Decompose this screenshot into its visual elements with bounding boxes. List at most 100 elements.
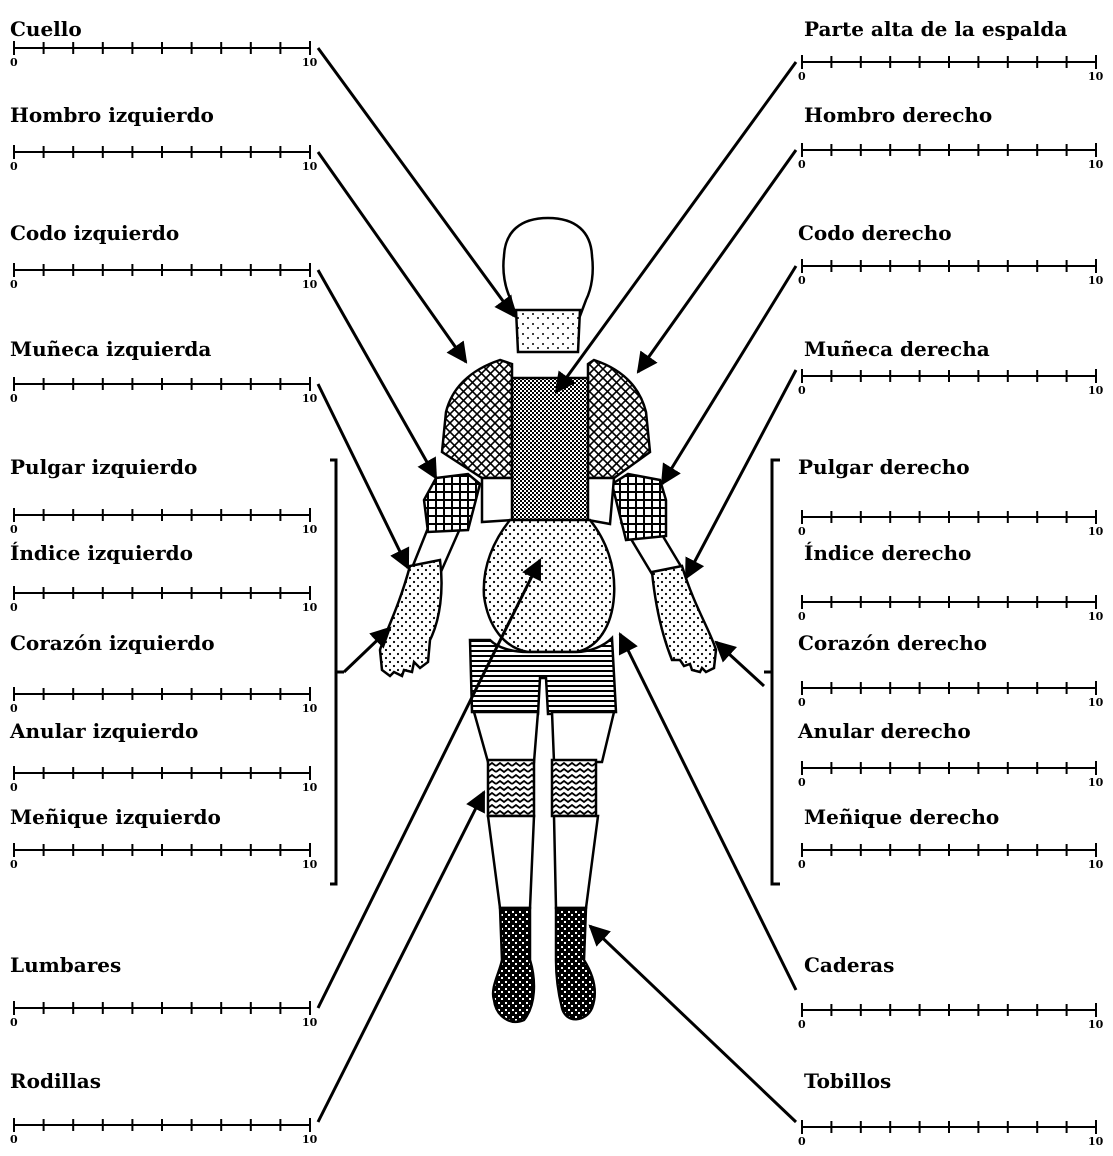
scale-min-label: 0 [10, 781, 18, 794]
scale-tobillos[interactable]: 0 10 [798, 1120, 1104, 1148]
scale-min-label: 0 [10, 702, 18, 715]
label-anular-izquierdo: Anular izquierdo [9, 719, 198, 743]
scale-min-label: 0 [798, 696, 806, 709]
scale-muneca-izquierda[interactable]: 0 10 [10, 377, 318, 405]
left-labels: Cuello Hombro izquierdo Codo izquierdo M… [9, 17, 221, 1093]
left-hand [380, 560, 442, 676]
scale-max-label: 10 [302, 56, 318, 69]
scale-min-label: 0 [798, 1018, 806, 1031]
arrow-hombro-izquierdo [318, 152, 466, 362]
scale-max-label: 10 [302, 1016, 318, 1029]
arrow-caderas [620, 634, 796, 990]
left-elbow [424, 474, 480, 532]
scale-rodillas[interactable]: 0 10 [10, 1118, 318, 1146]
label-muneca-derecha: Muñeca derecha [804, 337, 990, 361]
scale-min-label: 0 [10, 278, 18, 291]
scale-parte-alta-espalda[interactable]: 0 10 [798, 55, 1104, 83]
scale-max-label: 10 [302, 278, 318, 291]
label-corazon-derecho: Corazón derecho [798, 631, 987, 655]
right-knee [552, 760, 596, 816]
arrow-codo-izquierdo [318, 270, 436, 478]
left-knee [488, 760, 534, 816]
scale-hombro-derecho[interactable]: 0 10 [798, 143, 1104, 171]
scale-indice-derecho[interactable]: 0 10 [798, 595, 1104, 623]
right-shoulder [588, 360, 650, 478]
label-hombro-derecho: Hombro derecho [804, 103, 992, 127]
label-codo-derecho: Codo derecho [798, 221, 952, 245]
scale-lumbares[interactable]: 0 10 [10, 1001, 318, 1029]
scale-max-label: 10 [302, 392, 318, 405]
scale-cuello[interactable]: 0 10 [10, 41, 318, 69]
label-caderas: Caderas [804, 953, 894, 977]
scale-max-label: 10 [1088, 1135, 1104, 1148]
arrow-parte-alta-espalda [556, 62, 796, 392]
label-menique-izquierdo: Meñique izquierdo [10, 805, 221, 829]
left-thigh [474, 712, 538, 762]
scale-max-label: 10 [302, 858, 318, 871]
right-shin [554, 816, 598, 908]
scale-max-label: 10 [1088, 158, 1104, 171]
scale-anular-izquierdo[interactable]: 0 10 [10, 766, 318, 794]
scale-max-label: 10 [1088, 70, 1104, 83]
scale-max-label: 10 [1088, 274, 1104, 287]
scale-min-label: 0 [10, 858, 18, 871]
right-finger-bracket [764, 460, 780, 884]
scale-min-label: 0 [798, 274, 806, 287]
scale-min-label: 0 [10, 523, 18, 536]
scale-codo-izquierdo[interactable]: 0 10 [10, 263, 318, 291]
scale-min-label: 0 [798, 70, 806, 83]
right-labels: Parte alta de la espalda Hombro derecho … [797, 17, 1067, 1093]
scale-max-label: 10 [1088, 610, 1104, 623]
scale-min-label: 0 [798, 610, 806, 623]
scale-max-label: 10 [1088, 525, 1104, 538]
arrow-muneca-derecha [686, 370, 796, 578]
scale-max-label: 10 [302, 160, 318, 173]
arrow-hombro-derecho [638, 150, 796, 372]
scale-min-label: 0 [10, 601, 18, 614]
scale-max-label: 10 [1088, 858, 1104, 871]
scale-max-label: 10 [302, 523, 318, 536]
right-elbow [612, 474, 666, 540]
right-hand [652, 566, 716, 672]
label-lumbares: Lumbares [10, 953, 121, 977]
label-cuello: Cuello [10, 17, 82, 41]
label-pulgar-derecho: Pulgar derecho [798, 455, 970, 479]
scale-min-label: 0 [798, 858, 806, 871]
arrow-cuello [318, 48, 514, 316]
label-muneca-izquierda: Muñeca izquierda [10, 337, 211, 361]
left-ankle-foot [493, 908, 534, 1022]
scale-min-label: 0 [10, 1016, 18, 1029]
scale-max-label: 10 [1088, 384, 1104, 397]
label-corazon-izquierdo: Corazón izquierdo [10, 631, 215, 655]
neck [516, 310, 580, 352]
scale-codo-derecho[interactable]: 0 10 [798, 259, 1104, 287]
scale-min-label: 0 [798, 158, 806, 171]
arrow-codo-derecho [662, 266, 796, 484]
scale-max-label: 10 [302, 781, 318, 794]
scale-min-label: 0 [10, 392, 18, 405]
label-codo-izquierdo: Codo izquierdo [10, 221, 179, 245]
label-indice-derecho: Índice derecho [804, 541, 971, 565]
right-ankle-foot [556, 908, 595, 1019]
upper-back [512, 378, 588, 520]
scale-menique-izquierdo[interactable]: 0 10 [10, 843, 318, 871]
label-indice-izquierdo: Índice izquierdo [10, 541, 193, 565]
scale-menique-derecho[interactable]: 0 10 [798, 843, 1104, 871]
label-rodillas: Rodillas [10, 1069, 101, 1093]
scale-max-label: 10 [302, 1133, 318, 1146]
label-menique-derecho: Meñique derecho [804, 805, 999, 829]
left-shin [488, 816, 534, 908]
scale-min-label: 0 [10, 56, 18, 69]
scale-min-label: 0 [798, 1135, 806, 1148]
scale-min-label: 0 [798, 776, 806, 789]
scale-min-label: 0 [10, 1133, 18, 1146]
scale-pulgar-izquierdo[interactable]: 0 10 [10, 508, 318, 536]
